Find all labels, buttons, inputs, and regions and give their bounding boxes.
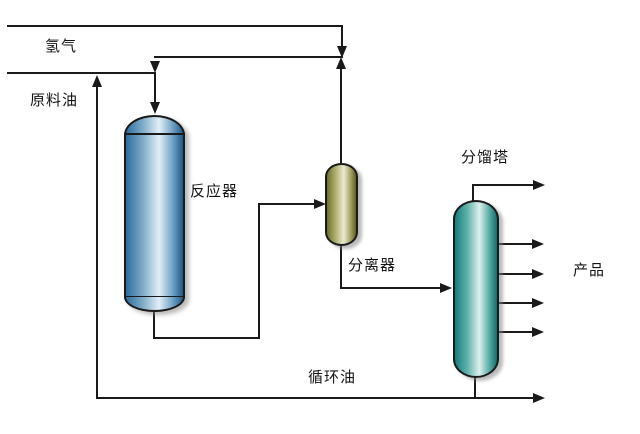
arrow-right-icon <box>532 239 544 249</box>
reactor-shell <box>124 133 185 298</box>
side-product-h4 <box>497 331 532 333</box>
feed-oil-horizontal <box>7 72 156 74</box>
separator-label: 分离器 <box>348 256 397 274</box>
recycle-riser-vertical <box>96 87 98 399</box>
product-label: 产品 <box>573 261 606 279</box>
arrow-right-icon <box>532 298 544 308</box>
reactor-outlet-v2 <box>258 204 260 339</box>
separator-bottom-vertical <box>340 245 342 288</box>
fractionator-label: 分馏塔 <box>461 148 510 166</box>
fractionator-vessel <box>453 200 499 378</box>
arrow-right-icon <box>533 180 545 190</box>
recycle-oil-label: 循环油 <box>308 368 357 386</box>
arrow-up-icon <box>92 75 102 87</box>
reactor-vessel <box>124 115 185 312</box>
hydrogen-line-horizontal <box>7 25 343 27</box>
hydrogen-line-vertical <box>341 25 343 47</box>
arrow-right-icon <box>533 393 545 403</box>
reactor-label: 反应器 <box>190 182 239 200</box>
arrow-down-icon <box>337 46 347 58</box>
feed-to-reactor-vertical <box>154 73 156 102</box>
arrow-right-icon <box>314 199 326 209</box>
reactor-outlet-v1 <box>153 312 155 339</box>
fractionator-bottom-vertical <box>474 377 476 398</box>
side-product-h1 <box>497 243 532 245</box>
feed-oil-label: 原料油 <box>30 91 79 109</box>
mixed-gas-line-horizontal <box>154 56 343 58</box>
overhead-horizontal <box>472 184 533 186</box>
reactor-dome-top <box>124 115 185 135</box>
separator-vessel <box>325 163 358 246</box>
arrow-right-icon <box>532 327 544 337</box>
separator-vapor-vertical <box>340 69 342 163</box>
arrow-up-icon <box>336 57 346 69</box>
arrow-down-icon <box>150 102 160 114</box>
hydrogen-label: 氢气 <box>45 37 78 55</box>
reactor-dome-bottom <box>124 297 185 312</box>
reactor-outlet-h1 <box>153 337 260 339</box>
arrow-right-icon <box>440 283 452 293</box>
reactor-outlet-h2 <box>258 203 315 205</box>
recycle-bottom-horizontal <box>96 397 533 399</box>
overhead-vertical <box>472 185 474 202</box>
side-product-h3 <box>497 302 532 304</box>
side-product-h2 <box>497 273 532 275</box>
arrow-right-icon <box>532 269 544 279</box>
separator-bottom-horizontal <box>340 287 440 289</box>
arrow-down-icon <box>150 61 160 73</box>
